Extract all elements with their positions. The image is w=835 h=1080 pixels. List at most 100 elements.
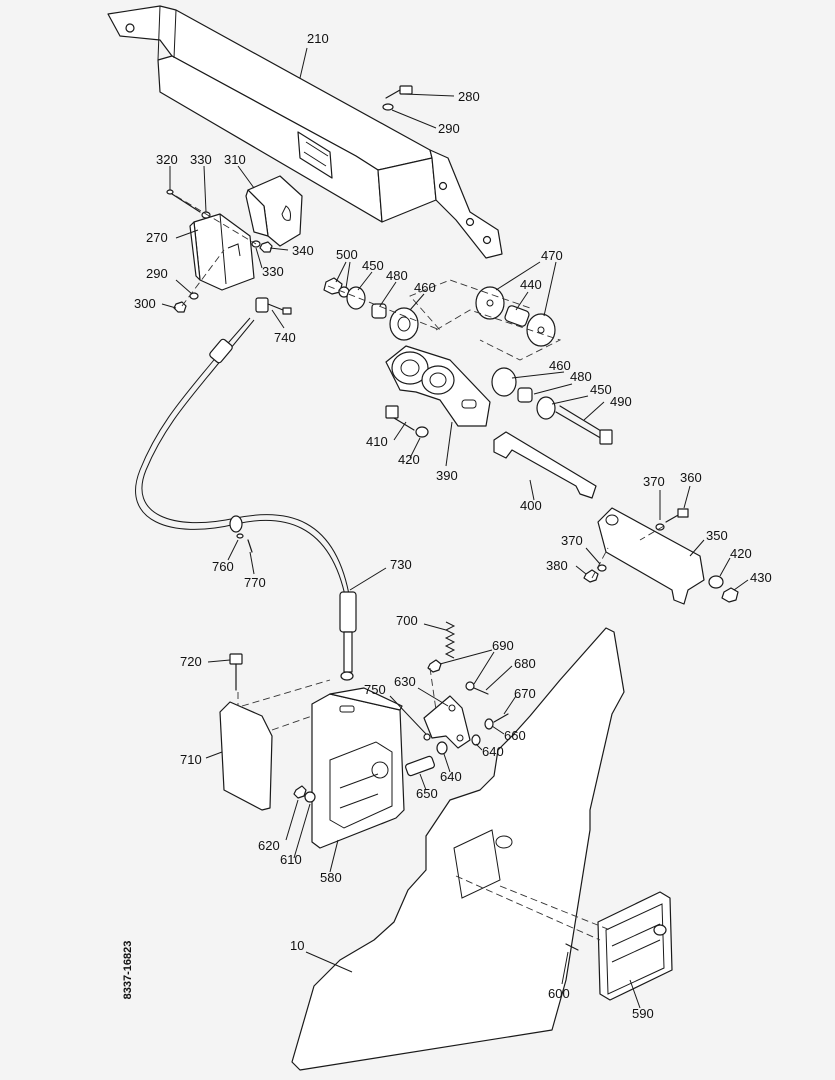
part-590-gasket xyxy=(453,829,513,899)
callout-660: 660 xyxy=(504,728,526,743)
part-350-lever xyxy=(597,507,705,605)
callout-500: 500 xyxy=(336,247,358,262)
callout-420: 420 xyxy=(398,452,420,467)
part-420-washer-a xyxy=(415,426,429,438)
callout-620: 620 xyxy=(258,838,280,853)
callout-370: 370 xyxy=(561,533,583,548)
callout-270: 270 xyxy=(146,230,168,245)
part-370-washer-a xyxy=(655,523,665,531)
part-680-bolt xyxy=(465,681,489,695)
callout-290: 290 xyxy=(438,121,460,136)
callout-320: 320 xyxy=(156,152,178,167)
callout-730: 730 xyxy=(390,557,412,572)
part-700-spring xyxy=(444,621,456,659)
callout-330: 330 xyxy=(262,264,284,279)
part-660-washer xyxy=(484,718,494,730)
callout-480: 480 xyxy=(570,369,592,384)
part-730-cable xyxy=(135,317,357,681)
part-270-bracket xyxy=(189,213,255,291)
callout-280: 280 xyxy=(458,89,480,104)
part-470-pulley-set xyxy=(475,286,556,347)
part-460-pulley-b xyxy=(491,367,517,397)
callout-720: 720 xyxy=(180,654,202,669)
callout-770: 770 xyxy=(244,575,266,590)
part-500-nut xyxy=(323,277,350,298)
callout-590: 590 xyxy=(632,1006,654,1021)
part-630-pivot xyxy=(423,695,471,749)
part-720-bolt xyxy=(229,653,243,691)
callout-380: 380 xyxy=(546,558,568,573)
callout-690: 690 xyxy=(492,638,514,653)
callout-300: 300 xyxy=(134,296,156,311)
callout-290: 290 xyxy=(146,266,168,281)
part-420-washer-b xyxy=(708,575,724,589)
callout-640: 640 xyxy=(482,744,504,759)
callout-700: 700 xyxy=(396,613,418,628)
part-360-screw xyxy=(665,508,689,523)
part-290-washer-top xyxy=(382,103,394,111)
callout-400: 400 xyxy=(520,498,542,513)
callout-labels: 210 280 290 320 330 310 270 340 330 290 … xyxy=(134,31,772,1021)
callout-580: 580 xyxy=(320,870,342,885)
part-740-clamp xyxy=(255,297,292,315)
callout-390: 390 xyxy=(436,468,458,483)
part-280-bolt xyxy=(385,85,413,99)
part-610-washer xyxy=(304,791,316,803)
callout-670: 670 xyxy=(514,686,536,701)
part-410-bolt xyxy=(385,405,415,431)
callout-350: 350 xyxy=(706,528,728,543)
callout-360: 360 xyxy=(680,470,702,485)
part-480-spacer-b xyxy=(517,387,533,403)
part-600-screw xyxy=(565,943,579,951)
part-440-spacer xyxy=(504,305,530,327)
callout-470: 470 xyxy=(541,248,563,263)
callout-370: 370 xyxy=(643,474,665,489)
callout-460: 460 xyxy=(414,280,436,295)
part-490-bolt xyxy=(555,405,613,445)
part-460-pulley-a xyxy=(389,307,419,341)
callout-410: 410 xyxy=(366,434,388,449)
part-320-screw xyxy=(166,189,201,213)
callout-430: 430 xyxy=(750,570,772,585)
callout-420: 420 xyxy=(730,546,752,561)
callout-600: 600 xyxy=(548,986,570,1001)
part-750-washer xyxy=(423,733,431,741)
callout-710: 710 xyxy=(180,752,202,767)
callout-750: 750 xyxy=(364,682,386,697)
callout-490: 490 xyxy=(610,394,632,409)
callout-740: 740 xyxy=(274,330,296,345)
callout-760: 760 xyxy=(212,559,234,574)
leader-lines xyxy=(161,47,749,1009)
callout-450: 450 xyxy=(590,382,612,397)
part-620-nut xyxy=(293,785,307,799)
part-310-bracket xyxy=(245,175,303,247)
part-400-plate xyxy=(493,431,597,499)
callout-610: 610 xyxy=(280,852,302,867)
part-330-washer-a xyxy=(201,211,211,219)
part-480-spacer-a xyxy=(371,303,387,319)
callout-210: 210 xyxy=(307,31,329,46)
part-430-nut xyxy=(721,587,739,603)
part-450-washer-a xyxy=(346,286,366,310)
callout-450: 450 xyxy=(362,258,384,273)
callout-630: 630 xyxy=(394,674,416,689)
part-770-screw xyxy=(247,539,253,553)
part-640-washer-b xyxy=(471,734,481,746)
part-710-cover xyxy=(219,701,273,811)
part-760-clip xyxy=(236,533,244,539)
part-450-washer-b xyxy=(536,396,556,420)
callout-460: 460 xyxy=(549,358,571,373)
part-390-pulley-bracket xyxy=(385,345,491,427)
document-number: 8337-16823 xyxy=(122,941,134,1000)
callout-650: 650 xyxy=(416,786,438,801)
callout-330: 330 xyxy=(190,152,212,167)
part-690-nut xyxy=(427,659,442,673)
callout-310: 310 xyxy=(224,152,246,167)
callout-640: 640 xyxy=(440,769,462,784)
part-10-panel xyxy=(291,627,625,1071)
part-590-cover xyxy=(597,891,673,1001)
part-210-beam xyxy=(107,5,503,259)
part-650-pin xyxy=(405,755,435,777)
callout-10: 10 xyxy=(290,938,304,953)
